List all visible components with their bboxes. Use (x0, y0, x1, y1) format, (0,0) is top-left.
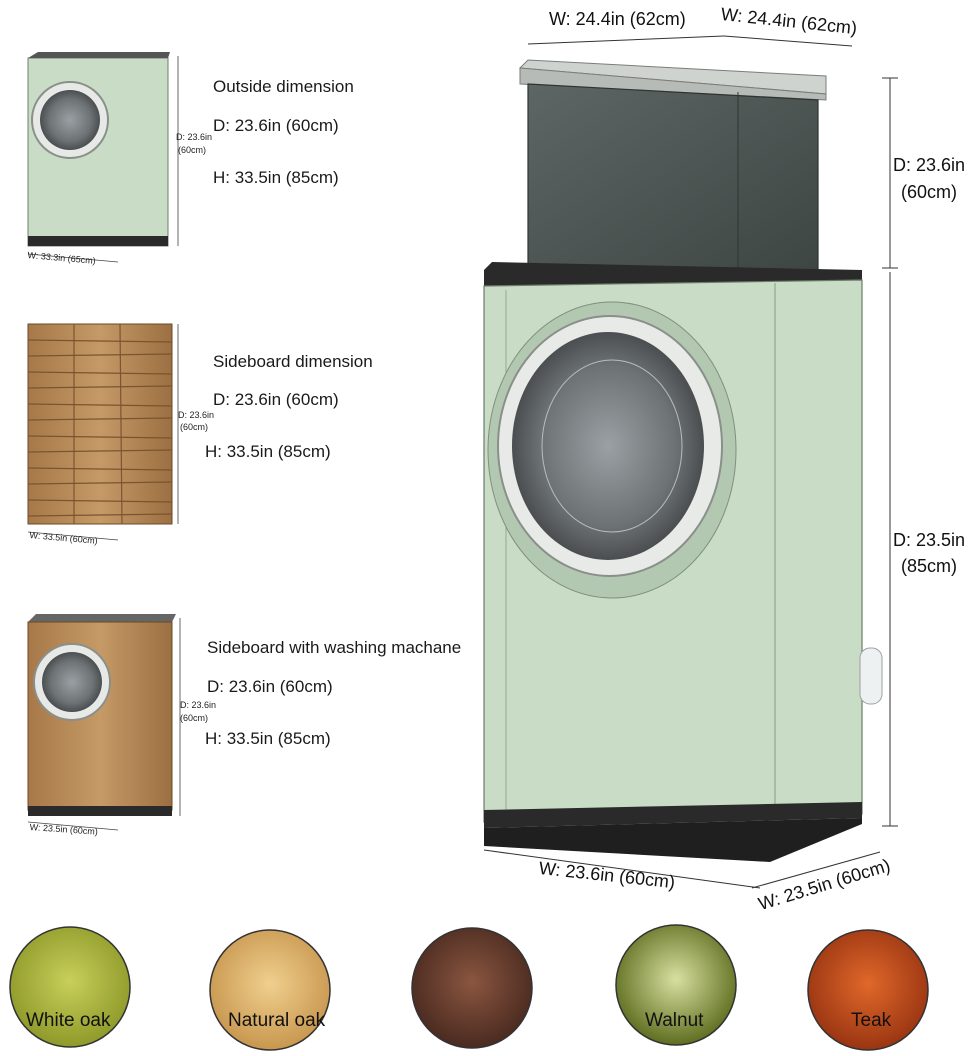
swatch-label-teak: Teak (851, 1010, 892, 1031)
main-upper-depth-b: (60cm) (901, 182, 958, 202)
main-lower-depth-b: (85cm) (901, 556, 958, 576)
main-top-width-1: W: 24.4in (62cm) (549, 9, 686, 29)
sideboard-washer-height-value: H: 33.5in (85cm) (205, 729, 331, 748)
outside-side-label-b: (60cm) (178, 145, 207, 155)
sideboard-side-label-b: (60cm) (180, 422, 209, 432)
main-lower-depth-a: D: 23.5in (893, 530, 966, 550)
sideboard-dimension-title: Sideboard dimension (213, 352, 373, 371)
outside-depth-value: D: 23.6in (60cm) (213, 116, 339, 135)
outside-height-value: H: 33.5in (85cm) (213, 168, 339, 187)
swatch-walnut (615, 924, 737, 1046)
swatch-label-white-oak: White oak (26, 1010, 111, 1031)
sideboard-washer-title: Sideboard with washing machane (207, 638, 462, 657)
outside-side-label-a: D: 23.6in (176, 132, 213, 142)
sideboard-washer-thumbnail (27, 614, 181, 831)
outside-dimension-thumbnail (27, 52, 179, 263)
swatch-natural-oak (209, 929, 331, 1051)
sideboard-side-label-a: D: 23.6in (178, 410, 215, 420)
swatch-teak (807, 929, 929, 1051)
swatch-label-natural-oak: Natural oak (228, 1010, 326, 1031)
main-upper-depth-a: D: 23.6in (893, 155, 966, 175)
sideboard-washer-side-label-b: (60cm) (180, 713, 209, 723)
sideboard-wood-thumbnail (27, 323, 179, 541)
sideboard-height-value: H: 33.5in (85cm) (205, 442, 331, 461)
sideboard-depth-value: D: 23.6in (60cm) (213, 390, 339, 409)
main-washer-illustration (483, 35, 898, 889)
sideboard-washer-depth-value: D: 23.6in (60cm) (207, 677, 333, 696)
swatch-dark-wood (411, 927, 533, 1049)
swatch-label-walnut: Walnut (645, 1010, 704, 1031)
outside-dimension-title: Outside dimension (213, 77, 354, 96)
finish-swatches (9, 924, 929, 1051)
sideboard-washer-side-label-a: D: 23.6in (180, 700, 217, 710)
swatch-white-oak (9, 926, 131, 1048)
